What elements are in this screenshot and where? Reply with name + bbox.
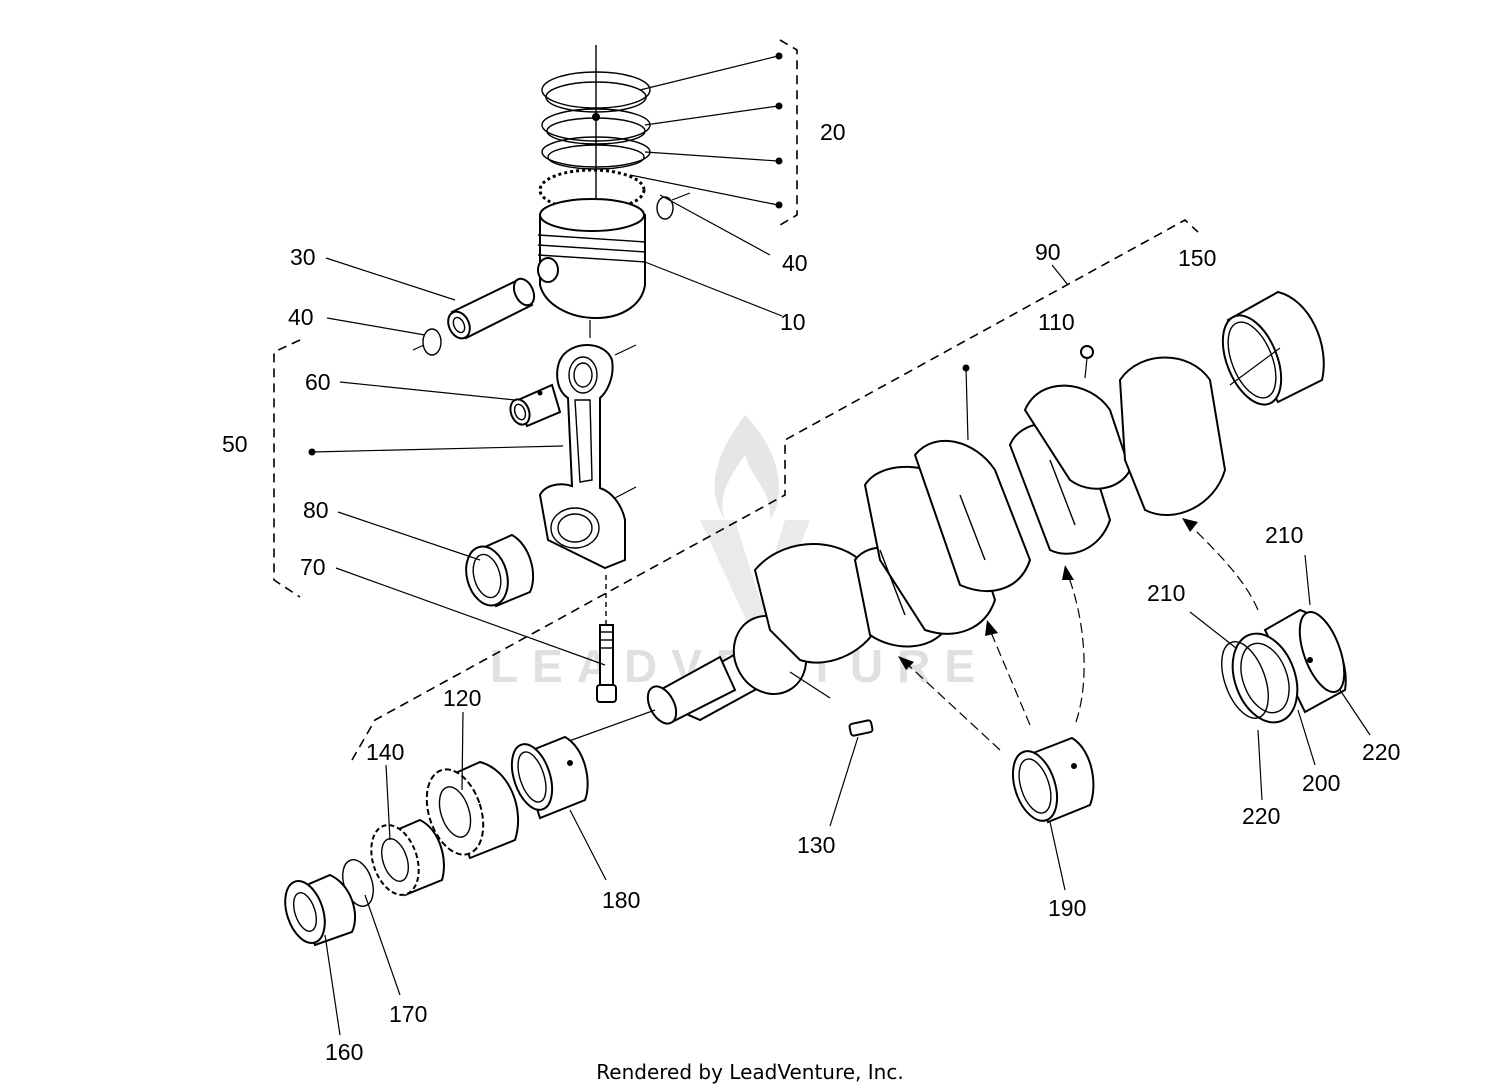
callout-130: 130 [797,832,835,858]
bracket-90 [351,219,1199,761]
callout-220-right: 220 [1362,739,1400,765]
key [848,719,874,737]
callout-160: 160 [325,1039,363,1065]
callout-60: 60 [305,369,331,395]
callout-120: 120 [443,685,481,711]
bearing-case-assembly [1221,608,1347,724]
crankshaft-gear [425,760,520,860]
crankshaft-front-bushing [510,735,589,820]
connecting-rod [538,344,637,570]
callout-150: 150 [1178,245,1216,271]
callout-110: 110 [1038,309,1075,335]
ring-oil-expander [538,168,646,212]
piston-pin [447,277,536,340]
crankshaft [557,356,1227,746]
callout-80: 80 [303,497,329,523]
bracket-20 [779,39,798,226]
bracket-50 [273,339,301,598]
callout-170: 170 [389,1001,427,1027]
assembly-arrows [898,518,1259,751]
footer-credit: Rendered by LeadVenture, Inc. [596,1060,903,1084]
oil-plug [1080,345,1094,379]
callout-30: 30 [290,244,316,270]
group-brackets [273,39,1199,761]
snap-ring-right [656,192,691,220]
callout-70: 70 [300,554,326,580]
callout-220-left: 220 [1242,803,1280,829]
crankshaft-gear-small [370,818,445,897]
ring-leaders [629,52,783,209]
crankpin-bearing [465,533,535,608]
ring-third [541,136,651,168]
callout-180: 180 [602,887,640,913]
callout-190: 190 [1048,895,1086,921]
callout-labels: 10 20 30 40 40 50 60 70 80 90 110 120 13… [222,119,1400,1065]
callout-210-right: 210 [1265,522,1303,548]
small-end-bushing [509,383,562,428]
callout-50: 50 [222,431,248,457]
callout-leaders [308,194,1371,1036]
callout-20: 20 [820,119,846,145]
oil-seal [284,873,356,947]
callout-90: 90 [1035,239,1061,265]
callout-200: 200 [1302,770,1340,796]
snap-ring-left [412,328,442,356]
callout-40-left: 40 [288,304,314,330]
ring-second [541,108,651,142]
piston-rings [538,45,651,240]
piston [537,198,647,338]
ring-top [541,71,651,109]
rod-bolt [596,575,617,703]
main-bearing-front [1011,736,1095,824]
callout-10: 10 [780,309,806,335]
callout-210-left: 210 [1147,580,1185,606]
callout-140: 140 [366,739,404,765]
callout-40-right: 40 [782,250,808,276]
main-bearing-rear [1221,290,1325,406]
